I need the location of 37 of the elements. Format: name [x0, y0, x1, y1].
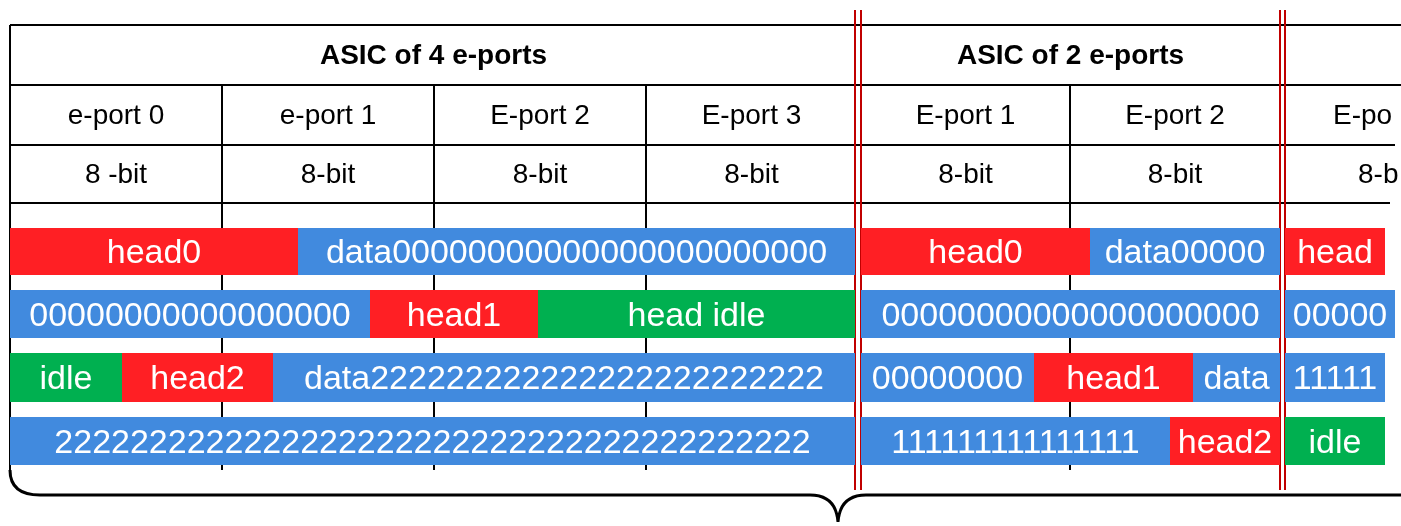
port-label: E-port 2 — [1124, 98, 1226, 132]
data-block: 111111111111111 — [861, 417, 1170, 465]
port-label: e-port 1 — [278, 98, 378, 132]
header-block: head0 — [861, 228, 1090, 275]
idle-block: head idle — [538, 290, 855, 338]
port-label: E-port 3 — [700, 98, 803, 132]
header-block: head0 — [10, 228, 298, 275]
port-label: E-port 1 — [914, 98, 1017, 132]
data-block: data00000000000000000000000 — [298, 228, 855, 275]
port-label: e-port 0 — [66, 98, 166, 132]
bit-width-label: 8-bit — [1146, 157, 1204, 191]
data-block: 00000000 — [861, 353, 1034, 402]
group-header: ASIC of 2 e-ports — [955, 38, 1186, 72]
data-block: data222222222222222222222222 — [273, 353, 855, 402]
port-label: E-po — [1333, 98, 1393, 132]
idle-block: idle — [10, 353, 122, 402]
port-label: E-port 2 — [489, 98, 591, 132]
bit-width-label: 8-b — [1358, 157, 1399, 191]
header-block: head — [1285, 228, 1385, 275]
data-block: 00000000000000000000 — [861, 290, 1280, 338]
header-block: head1 — [370, 290, 538, 338]
bit-width-label: 8-bit — [723, 157, 780, 191]
data-block: data — [1193, 353, 1280, 402]
header-block: head2 — [122, 353, 273, 402]
bit-width-label: 8-bit — [299, 157, 357, 191]
data-block: 11111 — [1285, 353, 1385, 402]
idle-block: idle — [1285, 417, 1385, 465]
group-header: ASIC of 4 e-ports — [318, 38, 549, 72]
bit-width-label: 8-bit — [511, 157, 569, 191]
header-block: head2 — [1170, 417, 1280, 465]
data-block: 00000 — [1285, 290, 1395, 338]
data-block: data00000 — [1090, 228, 1280, 275]
bit-width-label: 8 -bit — [83, 157, 149, 191]
data-block: 00000000000000000 — [10, 290, 370, 338]
header-block: head1 — [1034, 353, 1193, 402]
data-block: 2222222222222222222222222222222222222222 — [10, 417, 855, 465]
bit-width-label: 8-bit — [937, 157, 994, 191]
